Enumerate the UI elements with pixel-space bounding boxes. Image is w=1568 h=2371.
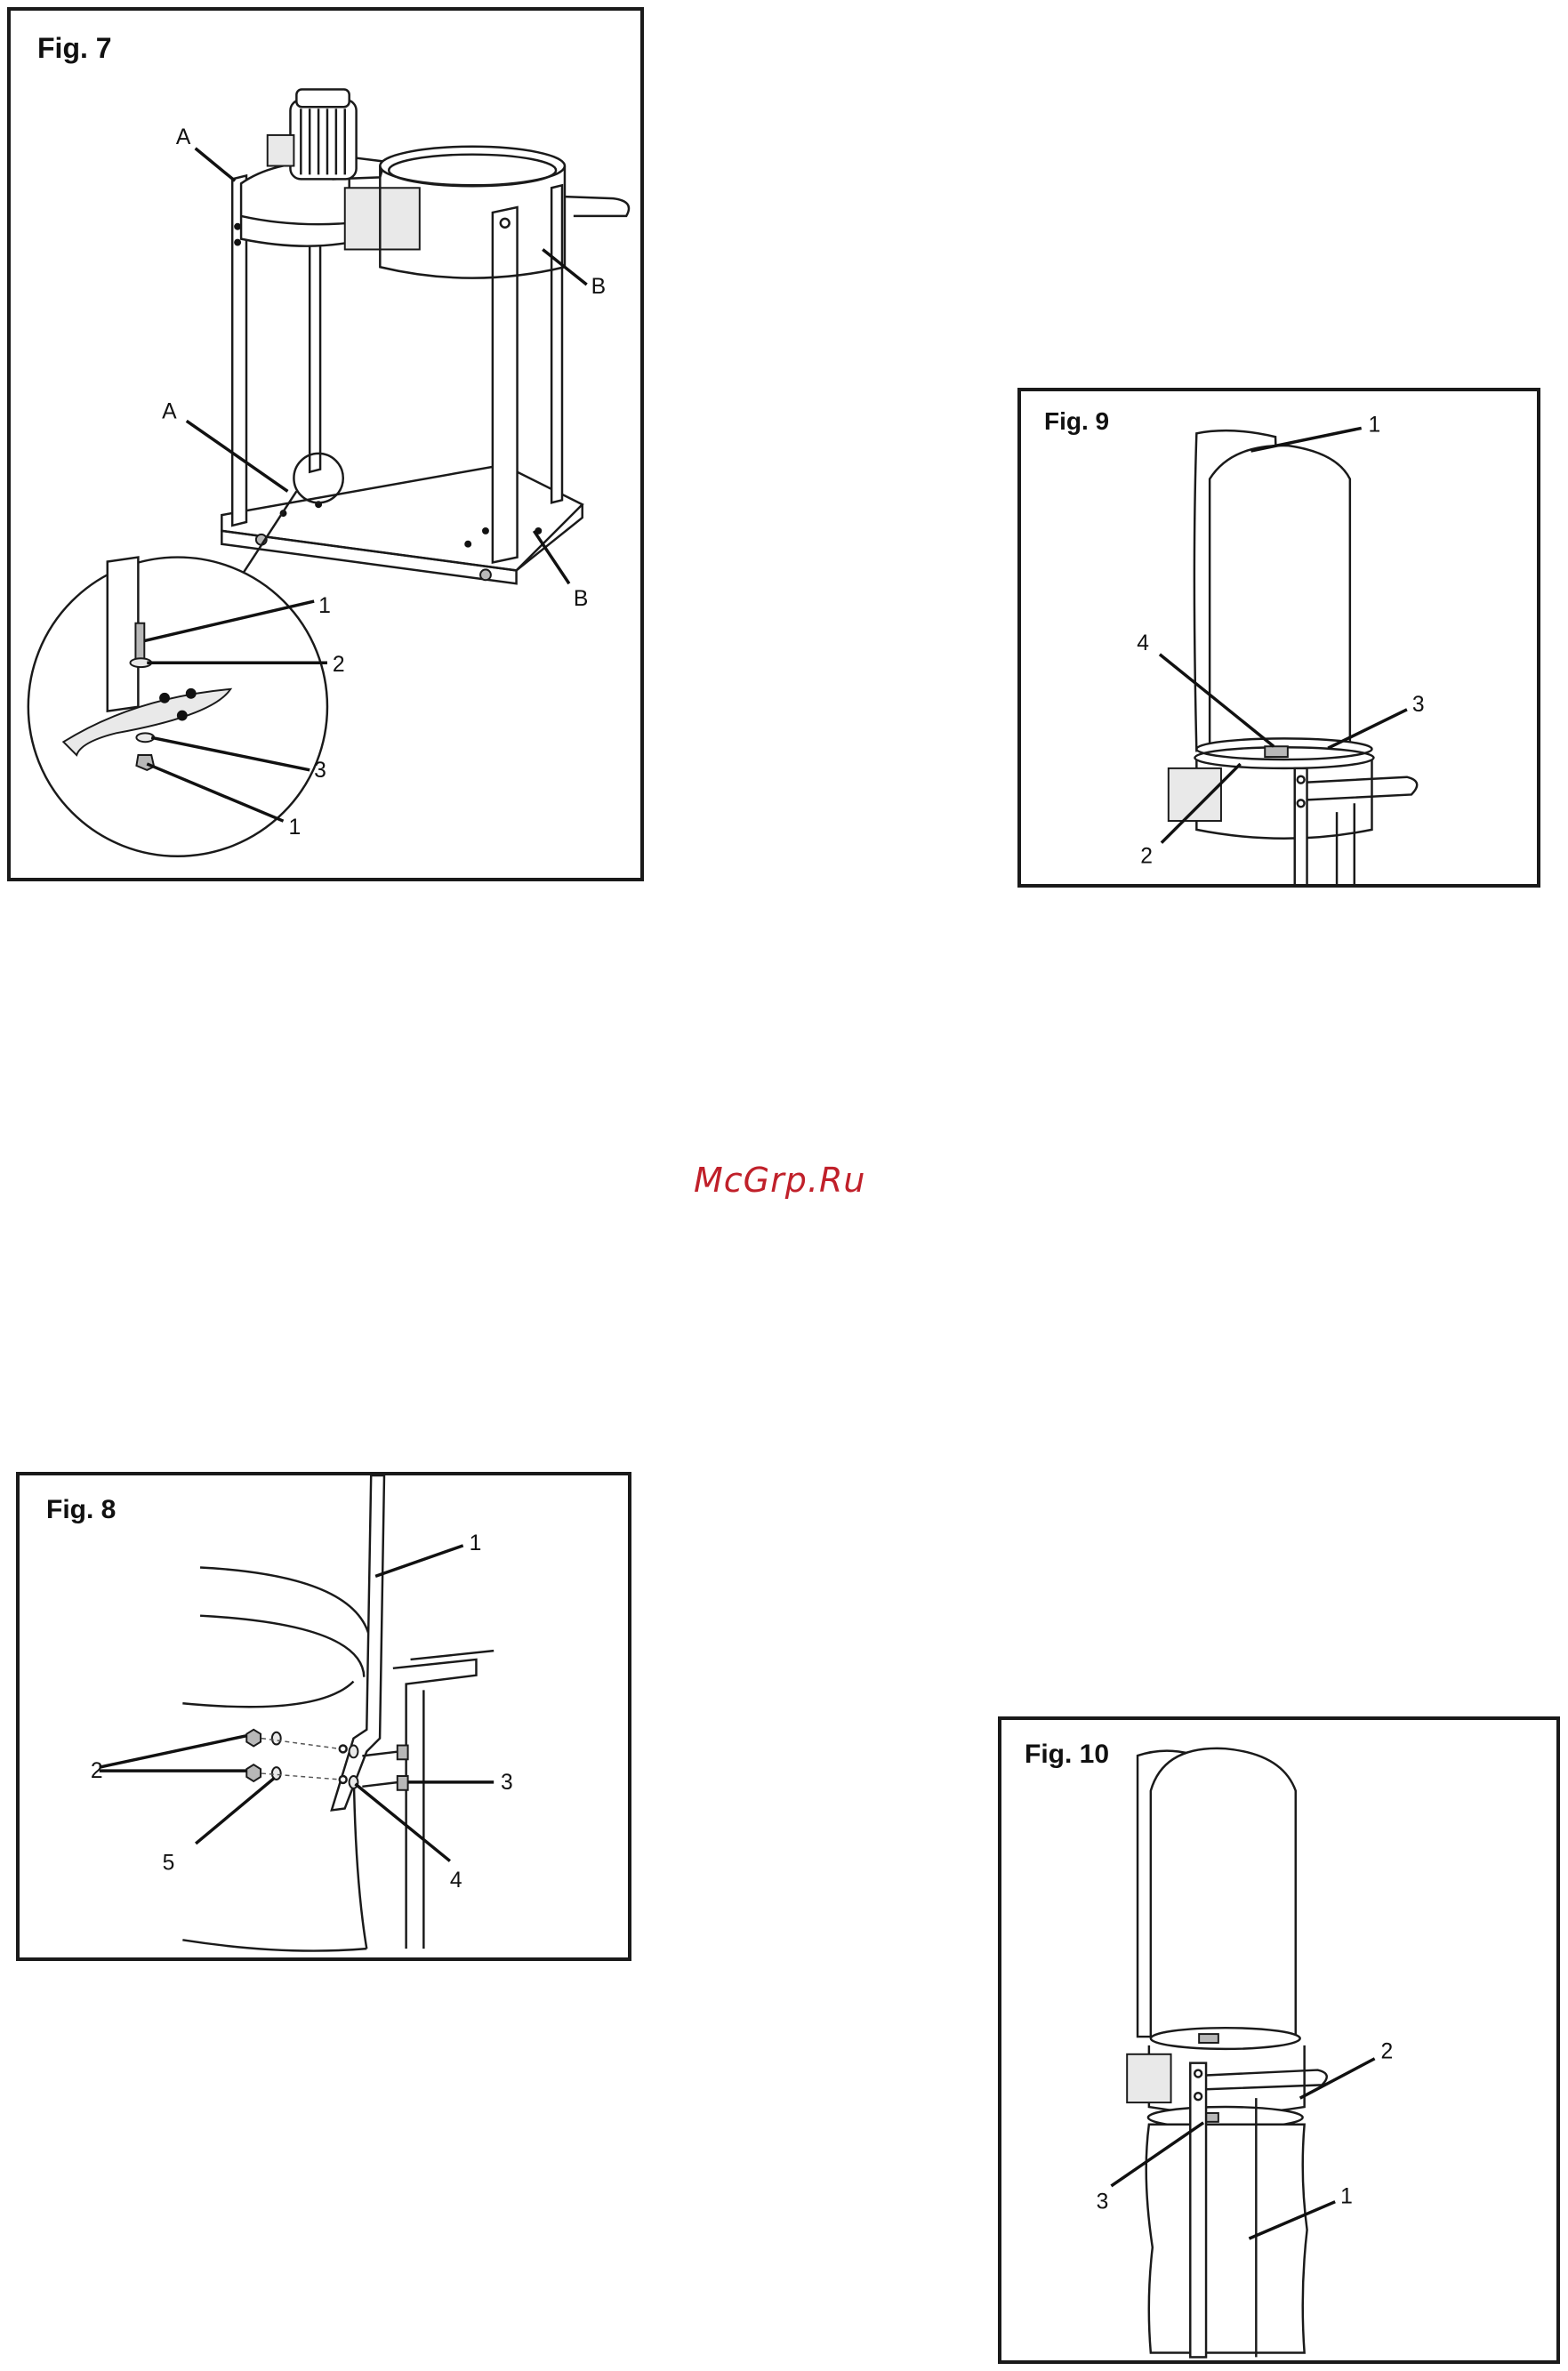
rear-leg-left [310,243,320,472]
fig9-label-4: 4 [1137,631,1149,655]
frame-leg [1295,768,1307,884]
fig10-label-3: 3 [1097,2190,1109,2214]
fig7-label-a-top: A [176,125,191,149]
fig9-label-2: 2 [1140,844,1153,868]
fig10-label-1: 1 [1340,2185,1353,2209]
drum-rim [200,1567,371,1651]
figure-10-drawing: 2 3 1 [1001,1720,1556,2360]
fig9-label-1: 1 [1369,413,1381,437]
figure-7: Fig. 7 [7,7,644,881]
collection-bag [1146,2125,1307,2353]
fig7-detail-label-1-top: 1 [318,594,331,618]
watermark: McGrp.Ru [694,1161,907,1200]
fig10-label-2: 2 [1381,2040,1394,2064]
fig8-label-3: 3 [501,1771,513,1795]
frame-leg [1190,2063,1206,2358]
figure-7-drawing: A A B B 1 2 3 1 [11,11,640,878]
upper-clamp-ring [1151,2028,1300,2049]
figure-10: Fig. 10 2 3 1 [998,1716,1560,2364]
figure-8: Fig. 8 1 [16,1472,631,1961]
fig8-label-5: 5 [163,1851,175,1875]
front-leg-right [493,207,518,562]
fig7-detail-label-2: 2 [333,653,345,677]
figure-9: Fig. 9 1 4 3 2 [1017,388,1540,888]
fig7-label-b-top: B [591,275,607,299]
fig7-label-b-low: B [574,587,589,611]
fig7-detail-label-3: 3 [314,759,326,783]
rear-leg-right [551,185,562,502]
fig8-label-1: 1 [470,1531,482,1555]
motor [268,90,357,180]
fig8-label-4: 4 [450,1869,462,1893]
figure-8-drawing: 1 2 3 4 5 [20,1475,628,1957]
handle-bar [393,1660,477,1949]
filter-bag [1151,1748,1296,2037]
filter-bag [1210,446,1350,751]
fig8-label-2: 2 [91,1759,103,1783]
fig9-label-3: 3 [1412,693,1425,717]
figure-9-drawing: 1 4 3 2 [1021,391,1537,884]
fig7-label-a-low: A [162,399,177,423]
fig7-detail-label-1-bottom: 1 [288,816,301,840]
